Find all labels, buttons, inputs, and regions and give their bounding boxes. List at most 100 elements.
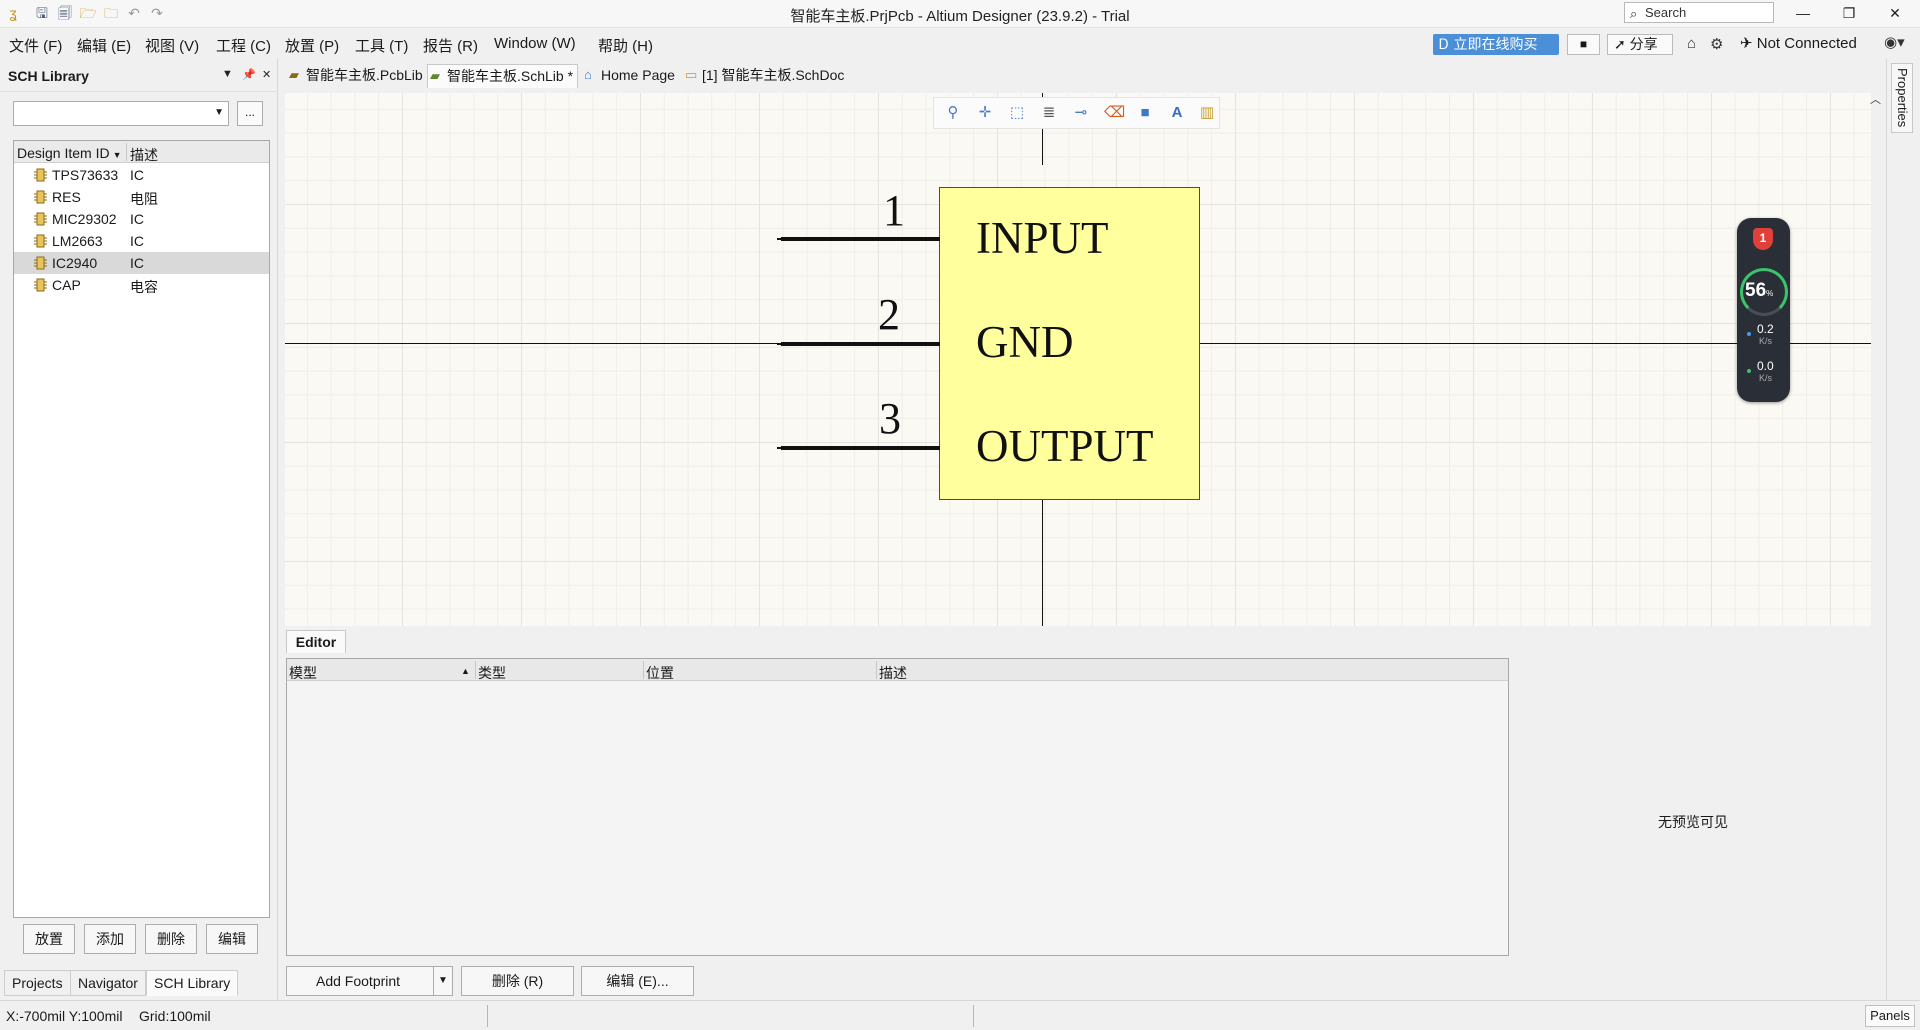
panels-button[interactable]: Panels bbox=[1865, 1005, 1915, 1027]
upload-rate: 0.2 bbox=[1757, 322, 1774, 336]
tab-navigator[interactable]: Navigator bbox=[70, 970, 146, 996]
menu-project[interactable]: 工程 (C) bbox=[216, 38, 271, 55]
menu-view[interactable]: 视图 (V) bbox=[145, 38, 200, 55]
place-button[interactable]: 放置 bbox=[23, 924, 75, 954]
list-item[interactable]: MIC29302 IC bbox=[14, 208, 269, 230]
add-button[interactable]: 添加 bbox=[84, 924, 136, 954]
component-icon[interactable]: ▥ bbox=[1199, 104, 1215, 121]
save-all-icon[interactable]: 🗐 bbox=[58, 5, 72, 21]
tab-schdoc[interactable]: ▭[1] 智能车主板.SchDoc bbox=[683, 64, 844, 88]
pin-3[interactable] bbox=[777, 446, 940, 450]
gear-icon[interactable]: ⚙ bbox=[1710, 36, 1724, 53]
edit-button[interactable]: 编辑 bbox=[206, 924, 258, 954]
list-item[interactable]: LM2663 IC bbox=[14, 230, 269, 252]
panel-close-icon[interactable]: ✕ bbox=[262, 69, 272, 81]
no-preview-text: 无预览可见 bbox=[1658, 814, 1728, 830]
upload-unit: K/s bbox=[1759, 336, 1773, 346]
column-location[interactable]: 位置 bbox=[646, 665, 674, 681]
filter-more-button[interactable]: ... bbox=[237, 101, 263, 126]
edit-model-button[interactable]: 编辑 (E)... bbox=[581, 966, 694, 996]
share-button[interactable]: ➚ 分享 bbox=[1607, 34, 1673, 55]
menu-window[interactable]: Window (W) bbox=[494, 35, 576, 52]
usage-gauge bbox=[1740, 268, 1788, 316]
pin-1-name: INPUT bbox=[976, 213, 1109, 263]
cart-icon: Ꭰ bbox=[1439, 36, 1449, 52]
close-button[interactable]: ✕ bbox=[1872, 0, 1918, 28]
restore-button[interactable]: ❐ bbox=[1826, 0, 1872, 28]
tab-schlib[interactable]: ▰智能车主板.SchLib * bbox=[427, 64, 579, 88]
tab-pcblib[interactable]: ▰智能车主板.PcbLib bbox=[287, 64, 423, 88]
column-divider[interactable] bbox=[643, 661, 644, 679]
column-divider[interactable] bbox=[126, 143, 127, 161]
cursor-coordinates: X:-700mil Y:100mil bbox=[6, 1008, 123, 1024]
models-table[interactable]: 模型 ▲ 类型 位置 描述 bbox=[286, 658, 1509, 956]
component-list: Design Item ID▼ 描述 TPS73633 IC RES 电阻 MI… bbox=[13, 140, 270, 918]
place-pin-icon[interactable]: ⊸ bbox=[1074, 104, 1088, 121]
list-item[interactable]: TPS73633 IC bbox=[14, 164, 269, 186]
home-icon[interactable]: ⌂ bbox=[1687, 35, 1697, 52]
list-item[interactable]: CAP 电容 bbox=[14, 274, 269, 296]
connection-status[interactable]: ✈ Not Connected bbox=[1740, 34, 1857, 52]
user-menu-icon[interactable]: ◉▾ bbox=[1884, 34, 1905, 51]
search-box[interactable]: ⌕ Search bbox=[1624, 2, 1774, 23]
properties-tab[interactable]: Properties bbox=[1891, 63, 1913, 133]
column-description[interactable]: 描述 bbox=[130, 147, 158, 163]
library-filter-combo[interactable]: ▼ bbox=[13, 101, 229, 126]
item-id: RES bbox=[52, 189, 81, 205]
active-bar: ⚲ ✛ ⬚ ≣ ⊸ ⌫ ■ A ▥ bbox=[933, 97, 1220, 129]
column-design-item-id[interactable]: Design Item ID▼ bbox=[17, 145, 122, 161]
list-item[interactable]: RES 电阻 bbox=[14, 186, 269, 208]
undo-icon[interactable]: ↶ bbox=[128, 5, 140, 21]
redo-icon[interactable]: ↷ bbox=[151, 5, 163, 21]
item-id: IC2940 bbox=[52, 255, 98, 271]
altium-logo-icon: ʓ bbox=[9, 5, 17, 21]
select-rect-icon[interactable]: ⬚ bbox=[1009, 104, 1025, 121]
filter-icon[interactable]: ⚲ bbox=[947, 104, 959, 121]
text-icon[interactable]: A bbox=[1171, 104, 1183, 121]
panel-header: SCH Library ▼ 📌 ✕ bbox=[0, 59, 278, 92]
tab-projects[interactable]: Projects bbox=[4, 970, 71, 996]
item-desc: IC bbox=[130, 233, 144, 249]
tab-home-page[interactable]: ⌂Home Page bbox=[582, 64, 675, 88]
percent-value: 56 bbox=[1745, 280, 1767, 301]
list-header: Design Item ID▼ 描述 bbox=[14, 141, 269, 163]
pin-1[interactable] bbox=[777, 237, 940, 241]
column-model[interactable]: 模型 bbox=[289, 665, 317, 681]
add-model-dropdown[interactable]: ▼ bbox=[433, 966, 453, 996]
column-type[interactable]: 类型 bbox=[478, 665, 506, 681]
schematic-canvas[interactable]: 1 INPUT 2 GND 3 OUTPUT bbox=[285, 93, 1871, 626]
pin-2[interactable] bbox=[777, 342, 940, 346]
add-footprint-button[interactable]: Add Footprint bbox=[286, 966, 453, 996]
list-item-selected[interactable]: IC2940 IC bbox=[14, 252, 269, 274]
menu-reports[interactable]: 报告 (R) bbox=[423, 38, 478, 55]
minimize-button[interactable]: — bbox=[1780, 0, 1826, 28]
open-project-icon[interactable]: 🗀 bbox=[104, 5, 118, 21]
menu-help[interactable]: 帮助 (H) bbox=[598, 38, 653, 55]
collapse-up-icon[interactable]: ︿ bbox=[1870, 94, 1881, 106]
menu-place[interactable]: 放置 (P) bbox=[285, 38, 340, 55]
tab-sch-library[interactable]: SCH Library bbox=[146, 970, 239, 996]
pcblib-icon: ▰ bbox=[289, 67, 299, 82]
erase-icon[interactable]: ⌫ bbox=[1104, 104, 1126, 121]
minimize-icon: — bbox=[1796, 5, 1810, 21]
component-body[interactable] bbox=[939, 187, 1200, 500]
remove-model-button[interactable]: 删除 (R) bbox=[461, 966, 574, 996]
align-icon[interactable]: ≣ bbox=[1042, 104, 1056, 121]
menu-file[interactable]: 文件 (F) bbox=[9, 38, 63, 55]
menu-edit[interactable]: 编辑 (E) bbox=[77, 38, 132, 55]
rectangle-icon[interactable]: ■ bbox=[1140, 104, 1150, 121]
move-icon[interactable]: ✛ bbox=[978, 104, 992, 121]
column-description[interactable]: 描述 bbox=[879, 665, 907, 681]
tab-editor[interactable]: Editor bbox=[286, 630, 346, 653]
open-folder-icon[interactable]: 🗁 bbox=[79, 5, 97, 21]
pin-icon[interactable]: 📌 bbox=[242, 69, 256, 81]
panel-menu-icon[interactable]: ▼ bbox=[222, 68, 233, 80]
menu-tools[interactable]: 工具 (T) bbox=[355, 38, 409, 55]
save-icon[interactable]: 🖫 bbox=[36, 5, 48, 21]
feedback-button[interactable]: ■ bbox=[1567, 34, 1600, 55]
delete-button[interactable]: 删除 bbox=[145, 924, 197, 954]
network-monitor-widget[interactable]: 1 56% 0.2 K/s 0.0 K/s bbox=[1737, 218, 1790, 402]
column-divider[interactable] bbox=[475, 661, 476, 679]
column-divider[interactable] bbox=[876, 661, 877, 679]
